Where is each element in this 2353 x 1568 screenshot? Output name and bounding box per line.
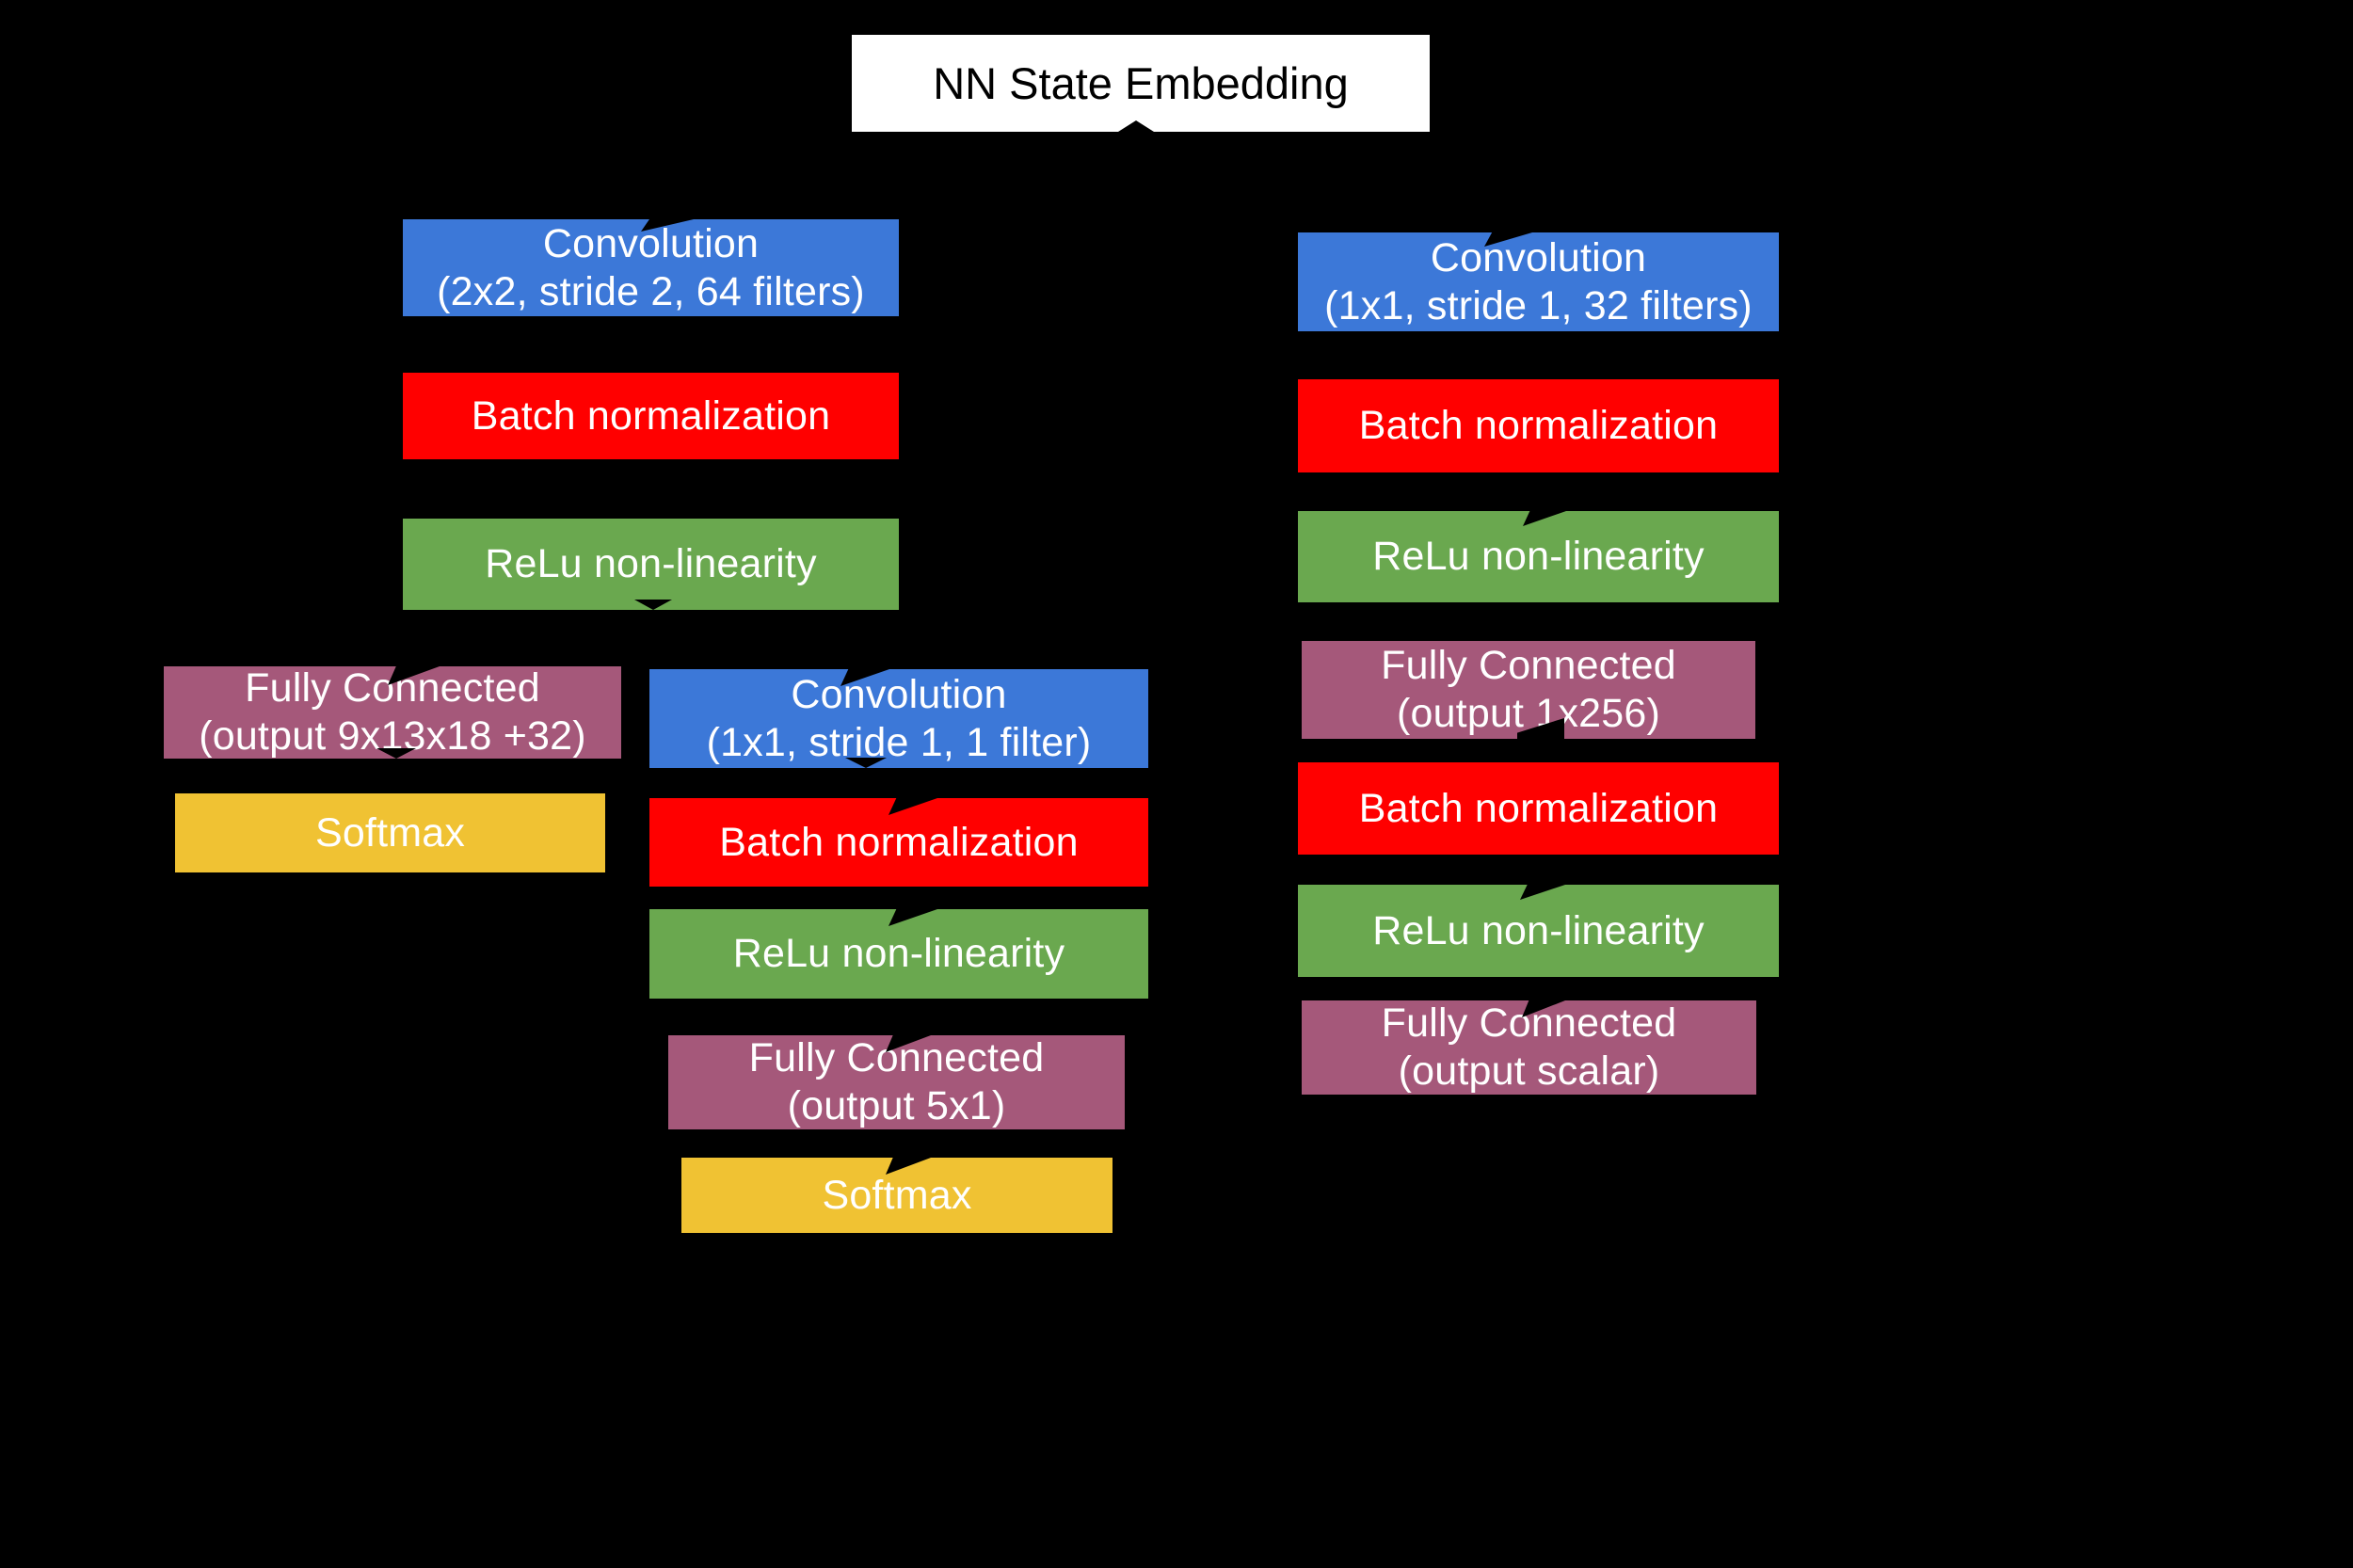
batch-normalization-block: Batch normalization (1298, 379, 1779, 472)
box-label-line: Batch normalization (719, 819, 1079, 865)
box-label-line: (1x1, stride 1, 32 filters) (1324, 282, 1753, 328)
box-label-line: (output scalar) (1398, 1048, 1660, 1094)
box-label-line: Batch normalization (471, 392, 831, 439)
fully-connected-block: Fully Connected (output 5x1) (668, 1035, 1125, 1129)
connector-tail-icon (634, 600, 672, 610)
box-label-line: (2x2, stride 2, 64 filters) (437, 268, 865, 314)
box-label-line: Batch normalization (1358, 785, 1719, 831)
relu-block: ReLu non-linearity (1298, 885, 1779, 977)
box-label-line: (1x1, stride 1, 1 filter) (706, 719, 1092, 765)
batch-normalization-block: Batch normalization (403, 373, 899, 459)
fully-connected-block: Fully Connected (output scalar) (1302, 1000, 1756, 1095)
box-label-line: Softmax (822, 1172, 972, 1218)
relu-block: ReLu non-linearity (403, 519, 899, 610)
box-label-line: Convolution (791, 671, 1007, 717)
convolution-block: Convolution (2x2, stride 2, 64 filters) (403, 219, 899, 316)
batch-normalization-block: Batch normalization (1298, 762, 1779, 855)
box-label-line: Fully Connected (1381, 643, 1676, 689)
fully-connected-block: Fully Connected (output 1x256) (1302, 641, 1755, 739)
box-label-line: Softmax (314, 809, 466, 856)
softmax-block: Softmax (681, 1158, 1112, 1233)
relu-block: ReLu non-linearity (649, 909, 1148, 999)
box-label-line: (output 5x1) (787, 1083, 1006, 1128)
connector-tail-icon (845, 758, 887, 768)
softmax-block: Softmax (175, 793, 605, 872)
box-label-line: Batch normalization (1358, 403, 1719, 449)
convolution-block: Convolution (1x1, stride 1, 32 filters) (1298, 232, 1779, 331)
box-label-line: Convolution (1430, 234, 1647, 280)
box-label-line: ReLu non-linearity (1372, 907, 1705, 953)
box-label-line: ReLu non-linearity (1372, 534, 1705, 580)
connector-tail-icon (376, 748, 416, 759)
box-label-line: ReLu non-linearity (732, 931, 1065, 977)
diagram-title-box: NN State Embedding (852, 35, 1430, 132)
box-label-line: (output 1x256) (1396, 691, 1661, 736)
relu-block: ReLu non-linearity (1298, 511, 1779, 602)
diagram-title: NN State Embedding (933, 58, 1349, 108)
convolution-block: Convolution (1x1, stride 1, 1 filter) (649, 669, 1148, 768)
batch-normalization-block: Batch normalization (649, 798, 1148, 887)
box-label-line: ReLu non-linearity (485, 541, 817, 587)
box-label-line: Fully Connected (245, 665, 540, 712)
